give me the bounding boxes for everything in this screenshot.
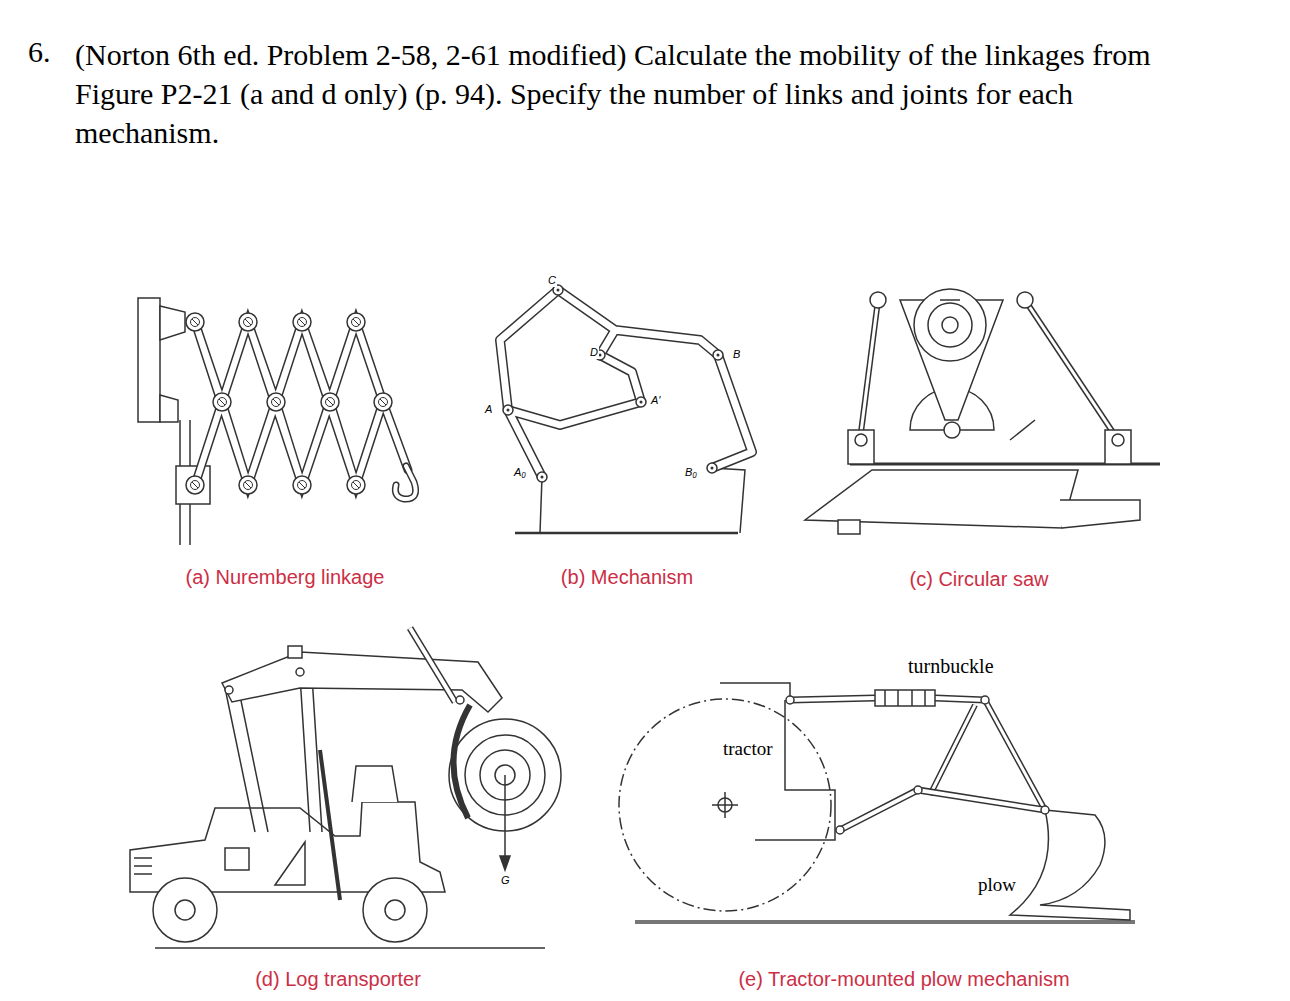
figure-caption: (d) Log transporter	[255, 968, 421, 991]
part-label: plow	[977, 874, 1017, 896]
joint-label: A₀	[513, 466, 527, 479]
joint-label: A	[484, 403, 493, 416]
joint-label: C	[547, 274, 557, 287]
joint-label: A'	[650, 394, 661, 407]
tractor-plow	[619, 683, 1135, 922]
log-transporter	[130, 628, 561, 948]
problem-text: (Norton 6th ed. Problem 2-58, 2-61 modif…	[75, 35, 1200, 152]
nuremberg-linkage	[138, 298, 416, 545]
joint-label: B	[732, 348, 741, 361]
joint-label: D	[589, 346, 599, 359]
part-label: tractor	[722, 738, 774, 760]
six-bar-mechanism	[500, 285, 752, 533]
joint-label: B₀	[684, 466, 698, 479]
problem-number: 6.	[28, 35, 51, 70]
circular-saw	[805, 289, 1160, 534]
figure-caption: (b) Mechanism	[561, 566, 693, 589]
figure-caption: (c) Circular saw	[910, 568, 1049, 591]
force-label: G	[501, 874, 510, 887]
figure-caption: (a) Nuremberg linkage	[186, 566, 385, 589]
figure-caption: (e) Tractor-mounted plow mechanism	[738, 968, 1069, 991]
part-label: turnbuckle	[907, 655, 995, 678]
